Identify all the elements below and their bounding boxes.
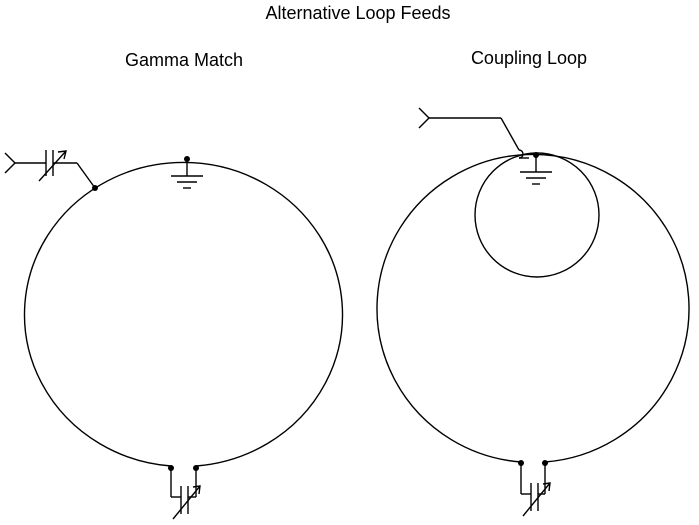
ground-icon-right [520,155,552,185]
feed-connector-icon [4,152,16,174]
main-loop-left [23,161,344,467]
variable-capacitor-icon [38,150,67,182]
coupling-loop-circuit [376,107,690,517]
main-loop-right [376,153,690,463]
feed-connector-icon-right [418,107,430,129]
tuning-capacitor-icon [170,468,201,520]
tuning-capacitor-icon-right [520,463,551,517]
ground-icon [171,159,203,189]
gamma-match-circuit [4,150,344,520]
coupling-loop-label: Coupling Loop [471,48,587,68]
diagram-title: Alternative Loop Feeds [265,3,450,23]
gamma-match-label: Gamma Match [125,50,243,70]
